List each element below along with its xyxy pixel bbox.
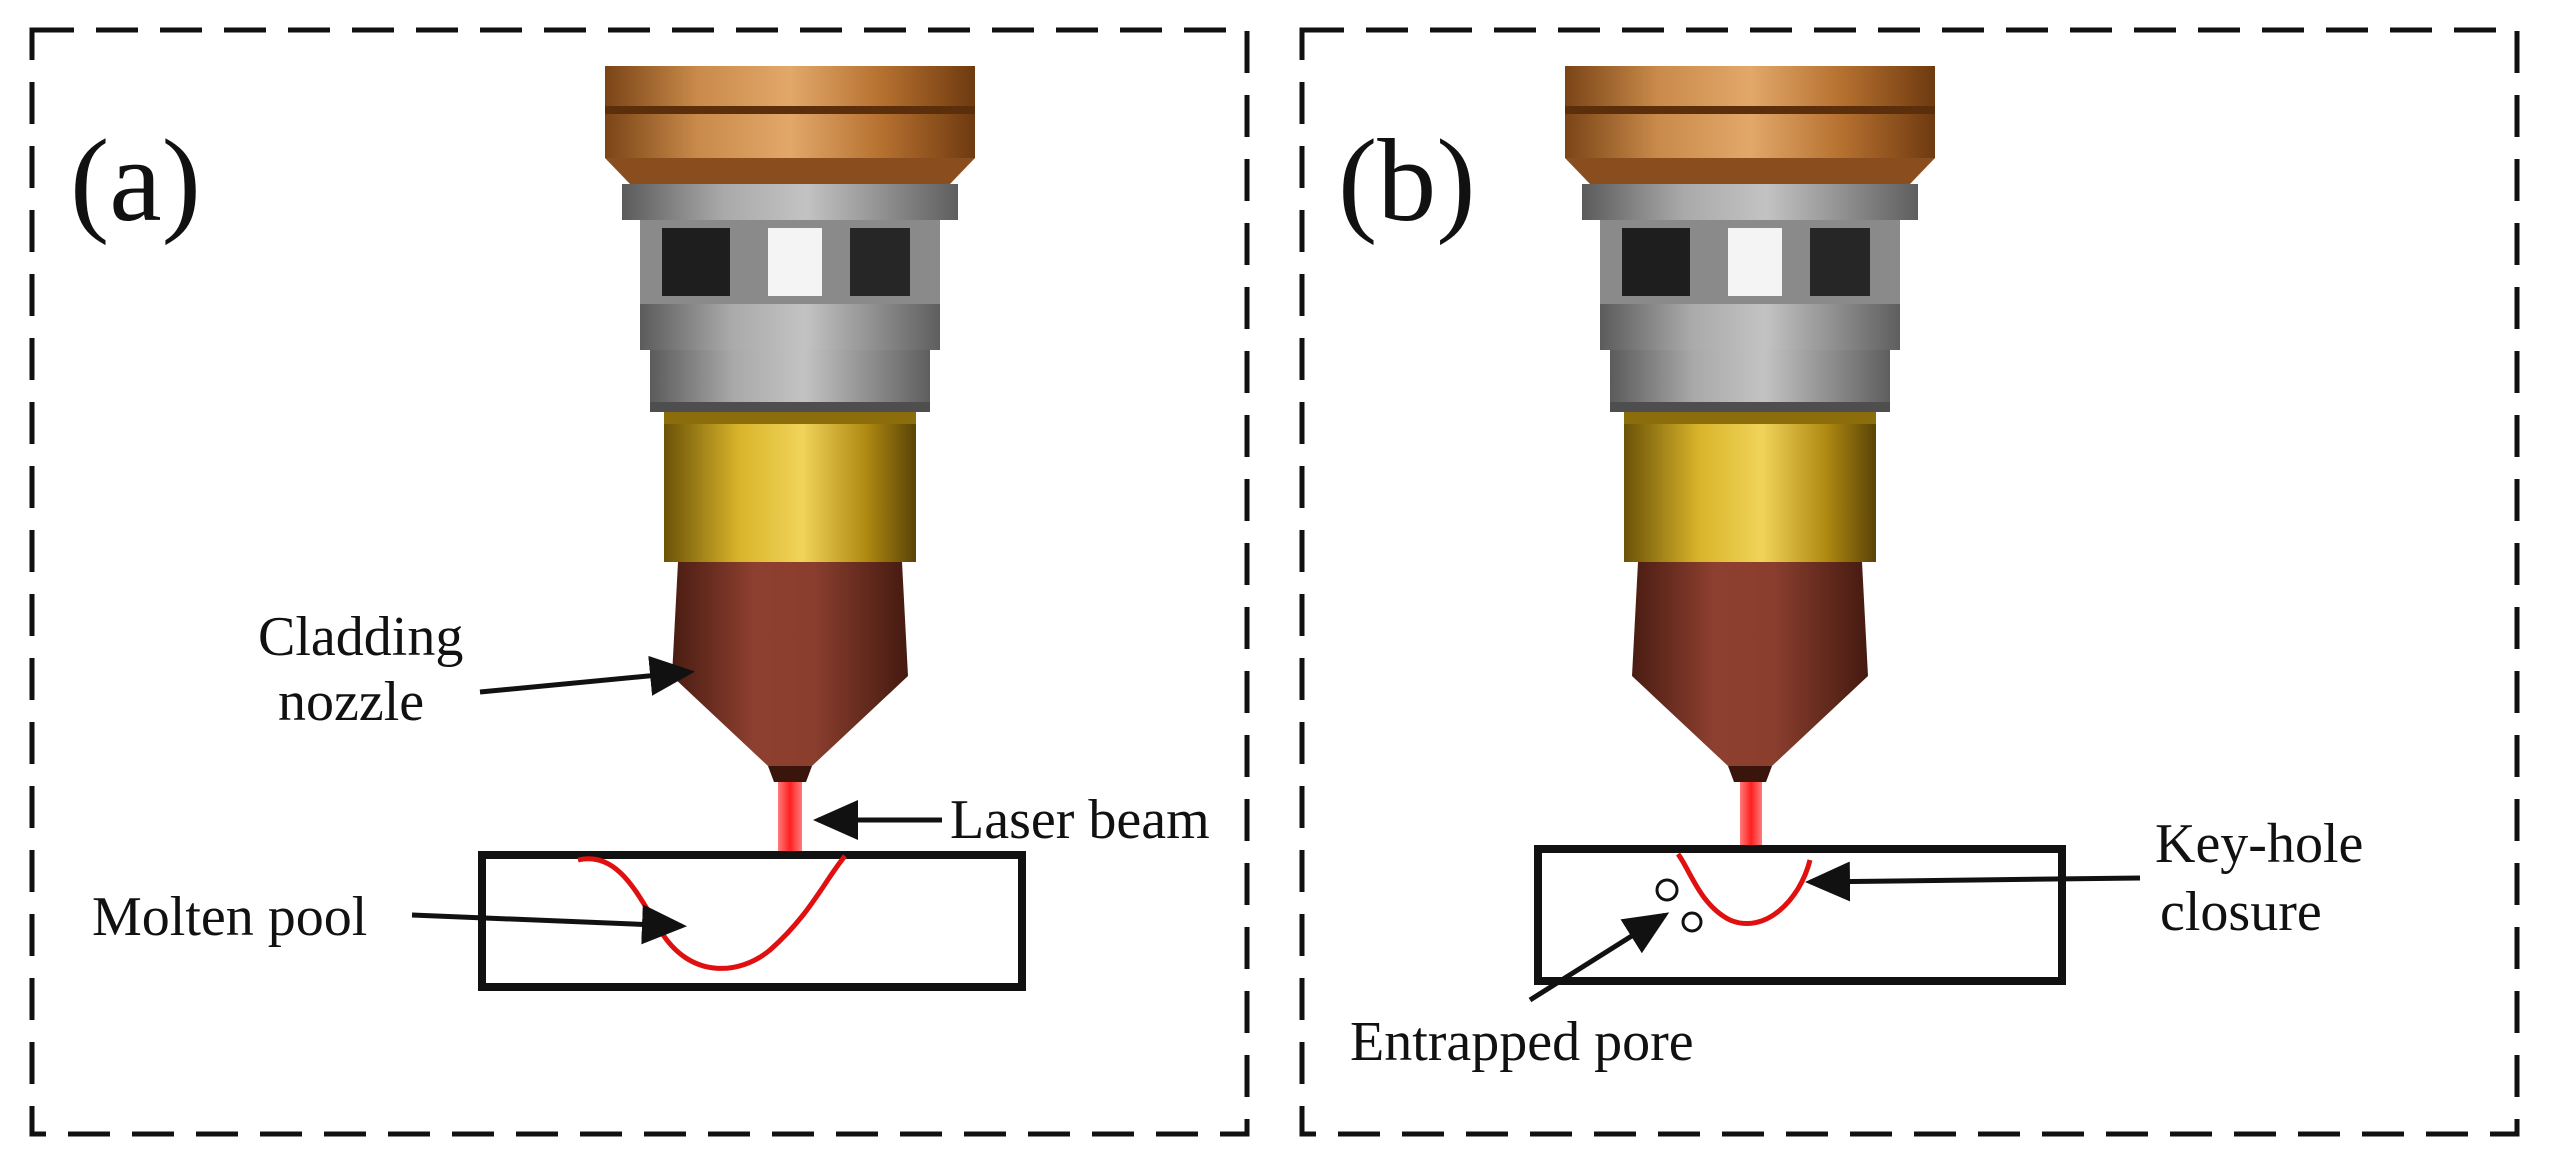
entrapped-pore-1 xyxy=(1655,878,1679,902)
keyhole-outline-b xyxy=(1675,852,1813,927)
substrate-b xyxy=(1534,845,2066,985)
keyhole-label-line2: closure xyxy=(2160,881,2322,943)
keyhole-label-line1: Key-hole xyxy=(2155,813,2363,875)
panel-a-label: (a) xyxy=(70,115,201,246)
laser-label: Laser beam xyxy=(950,789,1210,851)
molten-pool-a xyxy=(577,854,847,971)
laser-beam-b xyxy=(1740,782,1762,860)
pore-arrow xyxy=(1528,912,1670,1003)
panel-b-label: (b) xyxy=(1338,115,1476,246)
pool-arrow xyxy=(411,904,687,945)
pore-label: Entrapped pore xyxy=(1350,1011,1694,1073)
laser-head-b xyxy=(1565,66,1935,782)
keyhole-arrow xyxy=(1805,861,2141,902)
panel-b-frame xyxy=(1299,27,2520,1137)
panel-a: (a) Cladding nozzle Laser beam Molten po… xyxy=(29,27,1250,1137)
pool-label: Molten pool xyxy=(92,886,367,948)
nozzle-arrow xyxy=(479,655,695,696)
laser-beam-a xyxy=(778,782,802,856)
panel-a-frame xyxy=(29,27,1250,1137)
panel-b: (b) Key-hole closure Entrapped pore xyxy=(1299,27,2520,1137)
nozzle-label-line2: nozzle xyxy=(278,671,424,733)
nozzle-label-line1: Cladding xyxy=(258,606,463,668)
entrapped-pore-2 xyxy=(1681,911,1703,933)
